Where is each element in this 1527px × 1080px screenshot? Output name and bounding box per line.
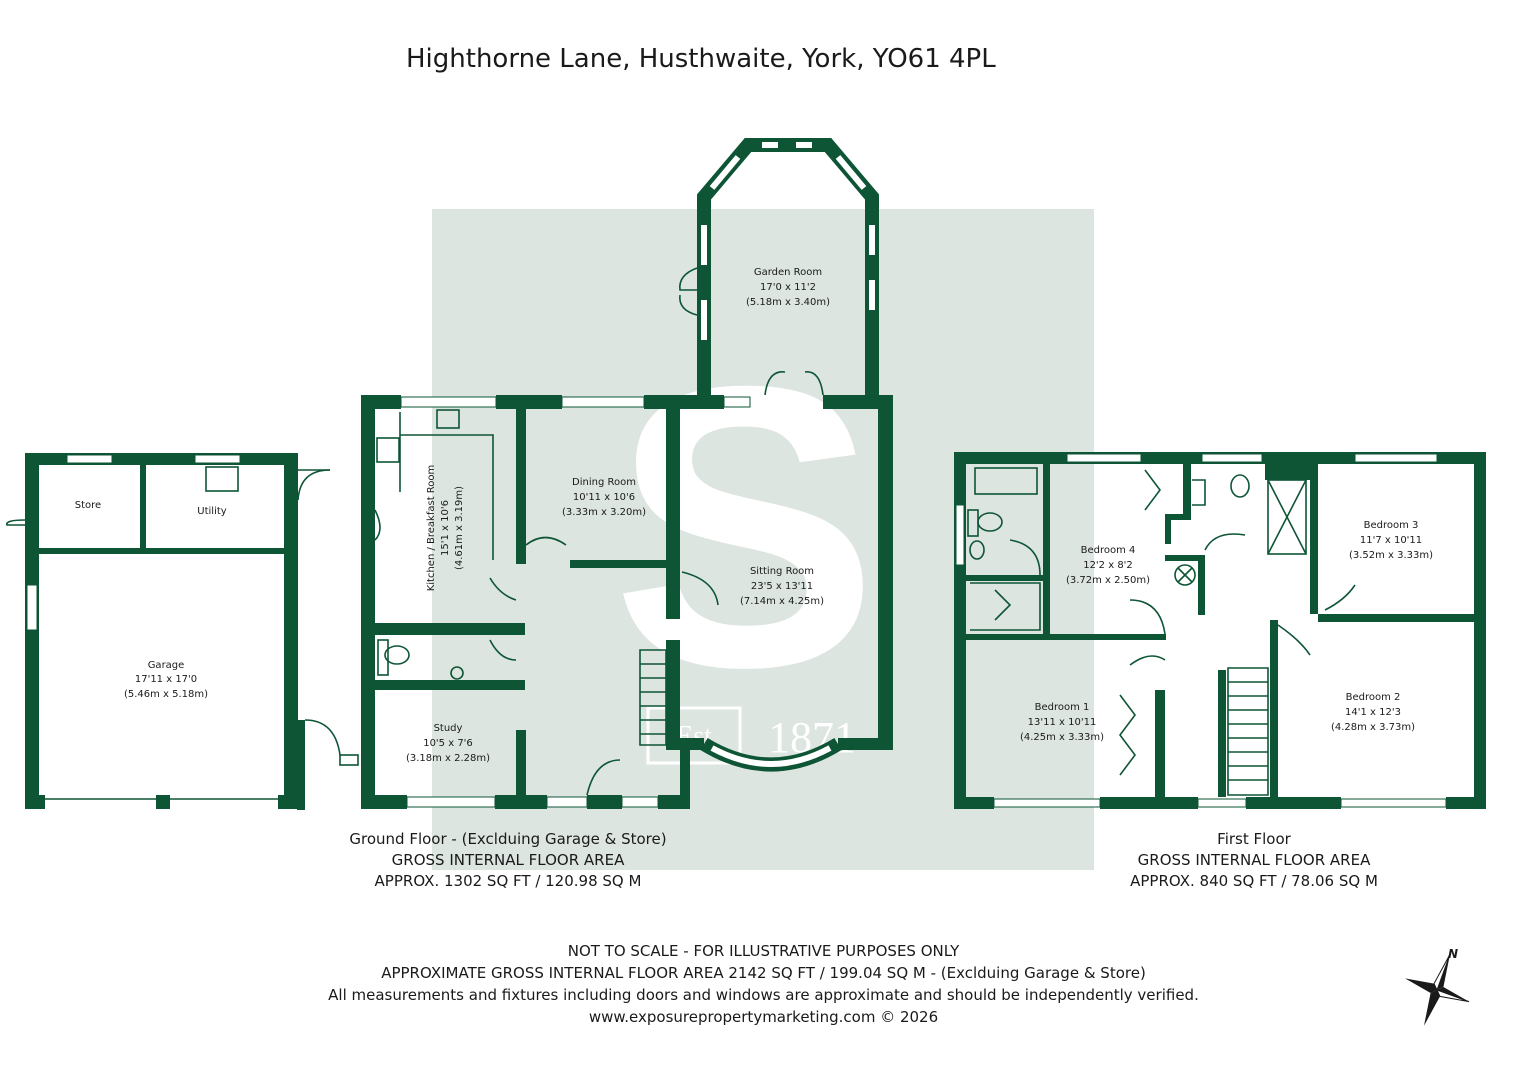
utility-name: Utility (197, 506, 226, 517)
footer-line-2: APPROXIMATE GROSS INTERNAL FLOOR AREA 21… (381, 964, 1146, 982)
study-metric: (3.18m x 2.28m) (406, 753, 490, 764)
footer-line-1: NOT TO SCALE - FOR ILLUSTRATIVE PURPOSES… (567, 942, 960, 960)
sitting-room-name: Sitting Room (750, 566, 814, 577)
garage-name: Garage (148, 660, 185, 671)
ground-floor-plan (361, 371, 893, 809)
bedroom-4-imperial: 12'2 x 8'2 (1083, 560, 1133, 571)
dining-room-imperial: 10'11 x 10'6 (573, 492, 635, 503)
kitchen-metric: (4.61m x 3.19m) (454, 486, 465, 570)
first-floor-area: APPROX. 840 SQ FT / 78.06 SQ M (1130, 872, 1378, 890)
sitting-room-metric: (7.14m x 4.25m) (740, 596, 824, 607)
garden-room-plan (679, 138, 879, 395)
garden-room-name: Garden Room (754, 267, 822, 278)
ground-floor-label: Ground Floor - (Exclduing Garage & Store… (349, 830, 667, 848)
bedroom-3-name: Bedroom 3 (1364, 520, 1419, 531)
garage-block (6, 453, 359, 810)
first-floor-plan (954, 452, 1486, 809)
bedroom-2-metric: (4.28m x 3.73m) (1331, 722, 1415, 733)
page-title: Highthorne Lane, Husthwaite, York, YO61 … (406, 44, 996, 74)
study-imperial: 10'5 x 7'6 (423, 738, 473, 749)
bedroom-1-imperial: 13'11 x 10'11 (1028, 717, 1097, 728)
bedroom-2-imperial: 14'1 x 12'3 (1345, 707, 1401, 718)
garage-metric: (5.46m x 5.18m) (124, 689, 208, 700)
bedroom-3-imperial: 11'7 x 10'11 (1360, 535, 1422, 546)
ground-floor-area: APPROX. 1302 SQ FT / 120.98 SQ M (374, 872, 642, 890)
dining-room-name: Dining Room (572, 477, 636, 488)
garden-room-metric: (5.18m x 3.40m) (746, 297, 830, 308)
bedroom-4-metric: (3.72m x 2.50m) (1066, 575, 1150, 586)
first-floor-area-label: GROSS INTERNAL FLOOR AREA (1137, 851, 1371, 869)
study-name: Study (434, 723, 463, 734)
dining-room-metric: (3.33m x 3.20m) (562, 507, 646, 518)
ground-floor-area-label: GROSS INTERNAL FLOOR AREA (391, 851, 625, 869)
compass-north-label: N (1448, 947, 1458, 961)
bedroom-4-name: Bedroom 4 (1081, 545, 1136, 556)
ground-floor-caption: Ground Floor - (Exclduing Garage & Store… (330, 829, 686, 892)
footer-disclaimer: NOT TO SCALE - FOR ILLUSTRATIVE PURPOSES… (300, 940, 1227, 1028)
compass-rose-icon (1405, 954, 1470, 1026)
bedroom-1-name: Bedroom 1 (1035, 702, 1090, 713)
kitchen-name: Kitchen / Breakfast Room (426, 465, 437, 592)
first-floor-label: First Floor (1217, 830, 1291, 848)
watermark-letter: S (612, 303, 879, 750)
sitting-room-imperial: 23'5 x 13'11 (751, 581, 813, 592)
bedroom-1-metric: (4.25m x 3.33m) (1020, 732, 1104, 743)
garage-imperial: 17'11 x 17'0 (135, 674, 197, 685)
garden-room-imperial: 17'0 x 11'2 (760, 282, 816, 293)
footer-line-3: All measurements and fixtures including … (328, 986, 1199, 1004)
kitchen-imperial: 15'1 x 10'6 (440, 500, 451, 556)
footer-line-4: www.exposurepropertymarketing.com © 2026 (588, 1008, 939, 1026)
first-floor-caption: First Floor GROSS INTERNAL FLOOR AREA AP… (1112, 829, 1396, 892)
bedroom-3-metric: (3.52m x 3.33m) (1349, 550, 1433, 561)
bedroom-2-name: Bedroom 2 (1346, 692, 1401, 703)
store-name: Store (75, 500, 101, 511)
